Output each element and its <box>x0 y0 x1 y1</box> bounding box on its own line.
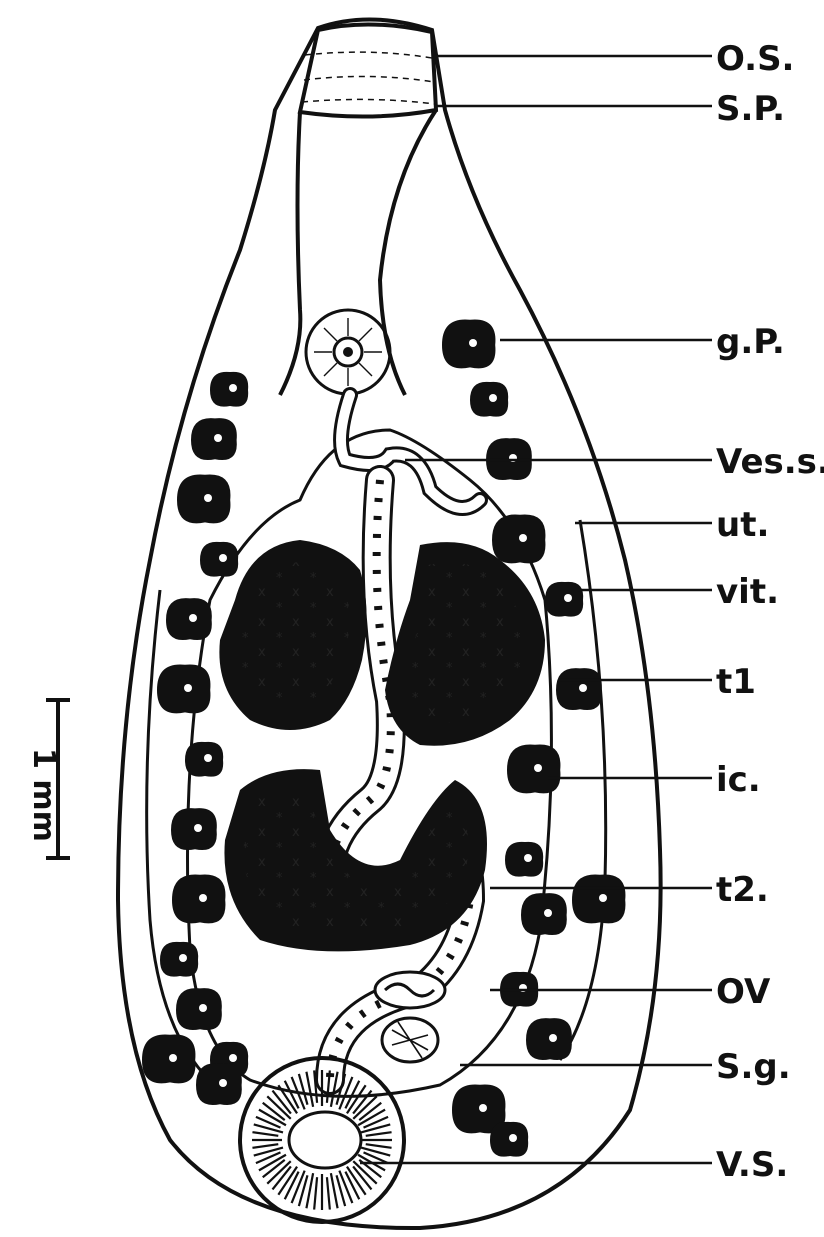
label-ic: ic. <box>716 760 761 800</box>
label-sp: S.P. <box>716 89 785 129</box>
vitelline-follicle <box>176 988 222 1030</box>
label-gp: g.P. <box>716 322 785 362</box>
label-ut: ut. <box>716 505 769 545</box>
vitelline-follicle <box>492 515 545 564</box>
vitelline-follicle <box>157 665 210 714</box>
labels: O.S. S.P. g.P. Ves.s. ut. vit. t1 ic. t2… <box>716 39 824 1185</box>
label-os: O.S. <box>716 39 794 79</box>
vitelline-follicle <box>526 1018 572 1060</box>
vitelline-follicle <box>507 745 560 794</box>
vitelline-follicle <box>442 320 495 369</box>
vitelline-follicle <box>171 808 217 850</box>
vitelline-follicle <box>572 875 625 924</box>
vitelline-follicle <box>196 1063 242 1105</box>
scale-bar-label: 1 mm <box>26 748 61 842</box>
label-t1: t1 <box>716 662 756 702</box>
oral-sucker <box>300 24 436 116</box>
vitelline-follicle <box>160 942 198 977</box>
vitelline-follicle <box>505 842 543 877</box>
label-vs: V.S. <box>716 1145 788 1185</box>
vitelline-follicle <box>490 1122 528 1157</box>
label-vess: Ves.s. <box>716 442 824 482</box>
ventral-sucker <box>240 1058 404 1222</box>
vitelline-follicle <box>177 475 230 524</box>
scale-bar: 1 mm <box>26 700 70 858</box>
shell-gland <box>382 1018 438 1062</box>
vitelline-follicle <box>200 542 238 577</box>
vitelline-follicle <box>142 1035 195 1084</box>
vitelline-follicle <box>521 893 567 935</box>
vitelline-follicle <box>556 668 602 710</box>
pharynx-tube <box>280 110 436 395</box>
vitelline-follicle <box>210 372 248 407</box>
vitelline-follicle <box>185 742 223 777</box>
ovary <box>375 972 445 1008</box>
label-t2: t2. <box>716 870 769 910</box>
vitelline-follicle <box>470 382 508 417</box>
label-ov: OV <box>716 972 771 1012</box>
vitelline-follicle <box>545 582 583 617</box>
vitelline-follicle <box>166 598 212 640</box>
label-sg: S.g. <box>716 1047 791 1087</box>
vitelline-follicle <box>172 875 225 924</box>
label-vit: vit. <box>716 572 779 612</box>
vitelline-follicle <box>191 418 237 460</box>
genital-pore <box>306 310 390 394</box>
